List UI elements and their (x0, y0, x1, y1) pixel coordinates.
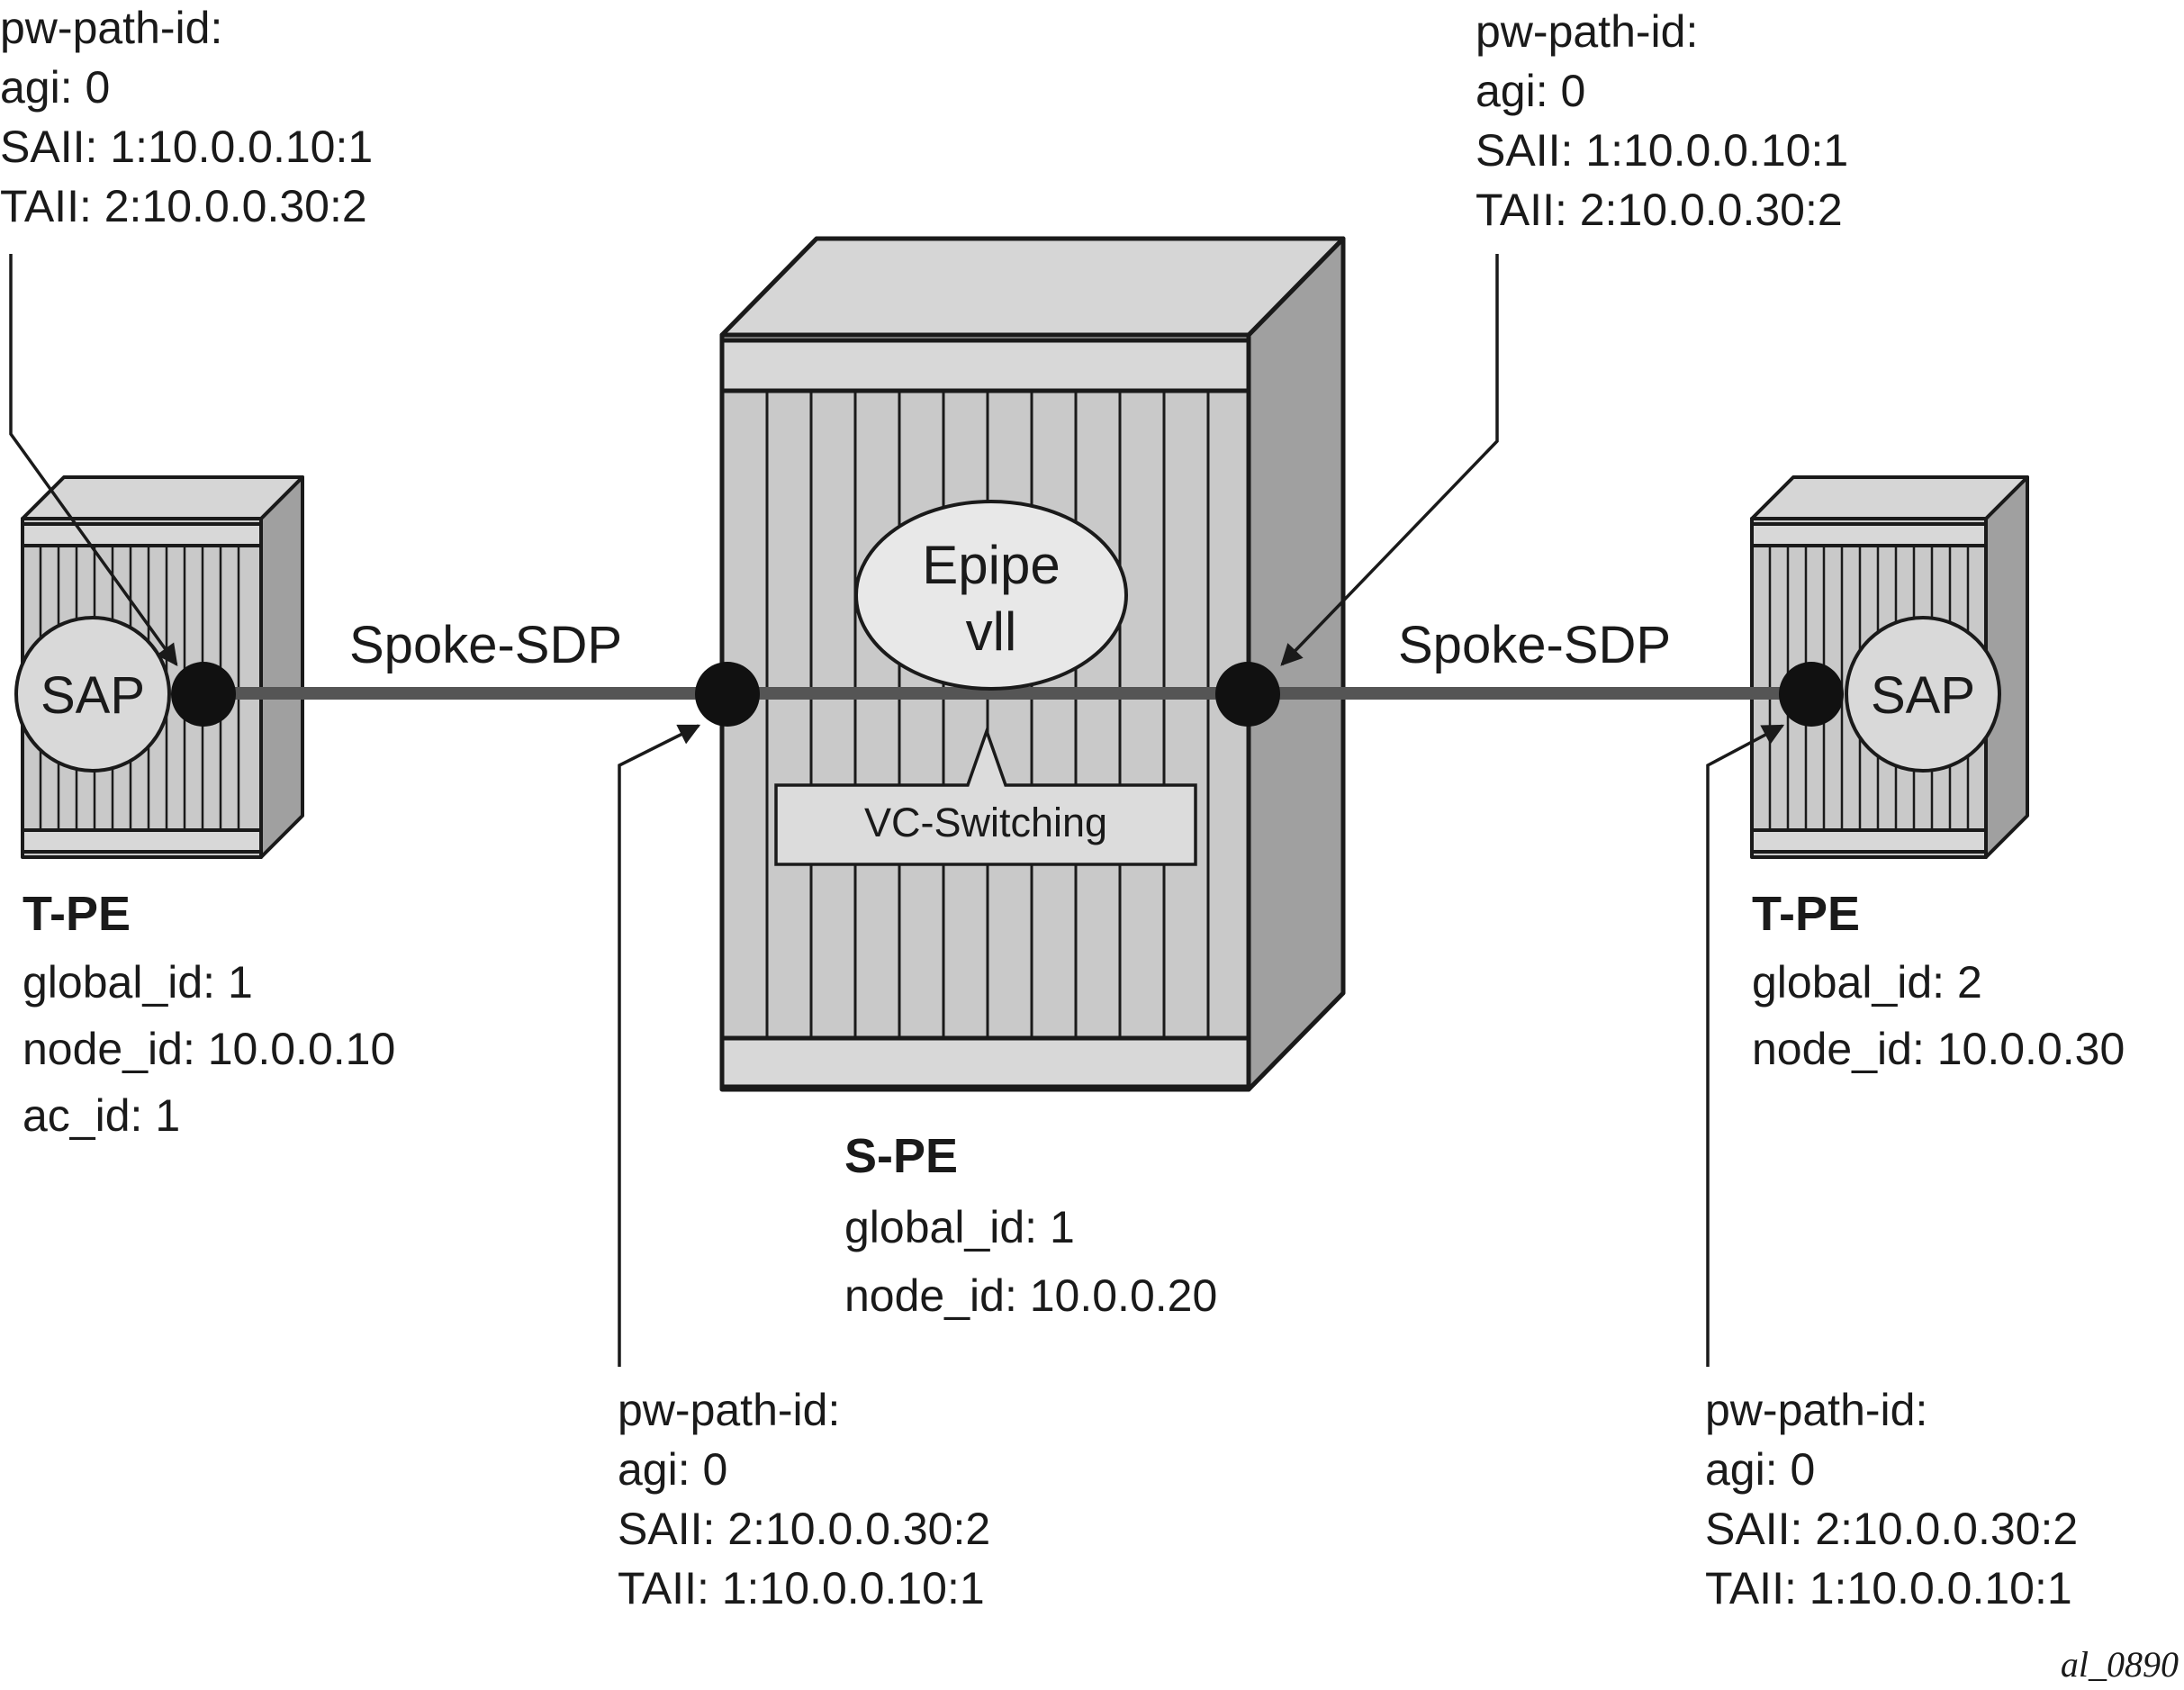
callout-line: TAII: 2:10.0.0.30:2 (1476, 185, 1843, 235)
node-field: node_id: 10.0.0.10 (23, 1024, 395, 1074)
callout-line: agi: 0 (1705, 1444, 1815, 1495)
callout-top-right: pw-path-id: agi: 0 SAII: 1:10.0.0.10:1 T… (1476, 6, 1848, 235)
callout-line: pw-path-id: (618, 1385, 840, 1435)
left-sap-label: SAP (41, 666, 145, 725)
callout-line: SAII: 2:10.0.0.30:2 (618, 1504, 990, 1554)
pointer-bottom-right (1706, 724, 1785, 1367)
callout-top-left: pw-path-id: agi: 0 SAII: 1:10.0.0.10:1 T… (0, 3, 373, 231)
callout-line: TAII: 1:10.0.0.10:1 (618, 1563, 985, 1613)
figure-id: al_0890 (2061, 1644, 2179, 1685)
callout-line: TAII: 1:10.0.0.10:1 (1705, 1563, 2072, 1613)
spoke-sdp-label-left: Spoke-SDP (349, 616, 622, 674)
callout-line: TAII: 2:10.0.0.30:2 (0, 181, 367, 231)
pointer-top-right (1280, 254, 1499, 666)
node-field: node_id: 10.0.0.20 (844, 1270, 1217, 1321)
node-field: node_id: 10.0.0.30 (1752, 1024, 2125, 1074)
node-role: T-PE (23, 887, 131, 941)
vc-switching-label: VC-Switching (864, 800, 1107, 845)
right-tpe-info: T-PE global_id: 2 node_id: 10.0.0.30 (1752, 887, 2125, 1074)
node-field: global_id: 1 (844, 1202, 1075, 1252)
callout-line: SAII: 2:10.0.0.30:2 (1705, 1504, 2078, 1554)
right-sap: SAP (1845, 616, 2001, 773)
endpoint-right-tpe (1779, 662, 1844, 727)
left-tpe-info: T-PE global_id: 1 node_id: 10.0.0.10 ac_… (23, 887, 395, 1141)
vll-label: vll (966, 601, 1017, 662)
endpoint-left-tpe (171, 662, 236, 727)
epipe-service: Epipe vll (854, 500, 1128, 691)
node-field: ac_id: 1 (23, 1090, 180, 1141)
callout-line: agi: 0 (0, 62, 110, 113)
endpoint-spe-left (695, 662, 760, 727)
pointer-bottom-center (618, 724, 701, 1367)
node-field: global_id: 2 (1752, 957, 1982, 1008)
node-role: S-PE (844, 1129, 958, 1183)
left-sap: SAP (14, 616, 171, 773)
callout-line: agi: 0 (618, 1444, 727, 1495)
callout-line: agi: 0 (1476, 66, 1585, 116)
callout-line: SAII: 1:10.0.0.10:1 (1476, 125, 1848, 176)
epipe-label: Epipe (922, 535, 1060, 595)
node-role: T-PE (1752, 887, 1860, 941)
callout-bottom-right: pw-path-id: agi: 0 SAII: 2:10.0.0.30:2 T… (1705, 1385, 2078, 1613)
callout-bottom-center: pw-path-id: agi: 0 SAII: 2:10.0.0.30:2 T… (618, 1385, 990, 1613)
callout-line: pw-path-id: (0, 3, 222, 53)
right-sap-label: SAP (1871, 666, 1975, 725)
endpoint-spe-right (1215, 662, 1280, 727)
spoke-sdp-label-right: Spoke-SDP (1398, 616, 1671, 674)
spe-chassis (719, 236, 1346, 1092)
node-field: global_id: 1 (23, 957, 253, 1008)
pointer-top-left (9, 254, 178, 666)
spe-info: S-PE global_id: 1 node_id: 10.0.0.20 (844, 1129, 1217, 1321)
callout-line: SAII: 1:10.0.0.10:1 (0, 122, 373, 172)
vc-switching-callout: VC-Switching (774, 726, 1197, 866)
callout-line: pw-path-id: (1476, 6, 1698, 57)
callout-line: pw-path-id: (1705, 1385, 1927, 1435)
